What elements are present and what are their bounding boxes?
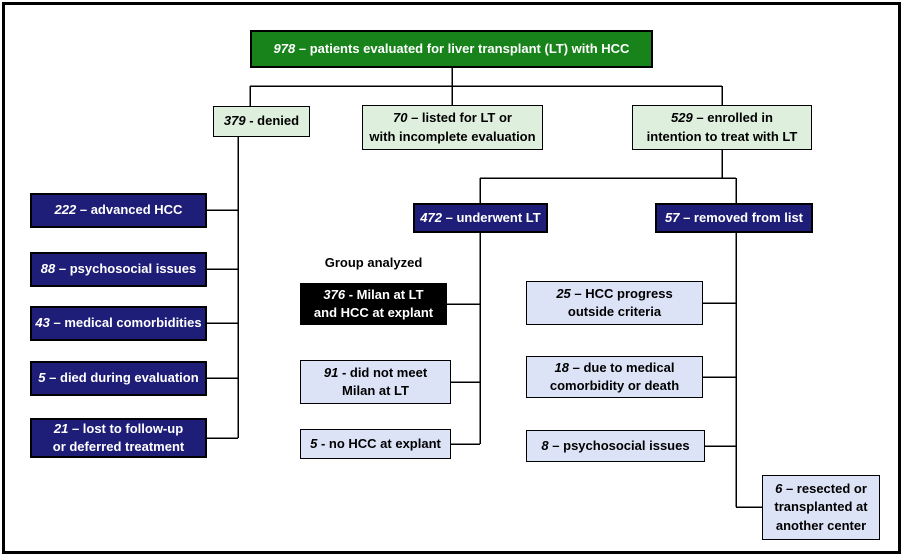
node-25-hcc-progress: 25 – HCC progress outside criteria: [526, 281, 703, 325]
node-label: 43 – medical comorbidities: [35, 315, 202, 331]
node-5-died: 5 – died during evaluation: [30, 361, 207, 396]
node-21-lost-followup: 21 – lost to follow-up or deferred treat…: [30, 418, 207, 458]
node-label: 25 – HCC progress outside criteria: [556, 285, 673, 319]
group-analyzed-caption: Group analyzed: [300, 254, 447, 272]
node-529-enrolled: 529 – enrolled in intention to treat wit…: [632, 105, 812, 150]
node-label: 18 – due to medical comorbidity or death: [549, 359, 680, 393]
node-43-comorbidities: 43 – medical comorbidities: [30, 306, 207, 341]
node-label: 70 – listed for LT or with incomplete ev…: [369, 110, 536, 144]
node-18-medical-death: 18 – due to medical comorbidity or death: [526, 356, 703, 398]
node-label: 5 – died during evaluation: [38, 370, 199, 386]
node-label: 379 - denied: [223, 113, 300, 129]
node-label: 8 – psychosocial issues: [541, 437, 690, 453]
node-label: 91 - did not meet Milan at LT: [323, 364, 428, 398]
node-70-listed: 70 – listed for LT or with incomplete ev…: [362, 105, 543, 150]
node-978-evaluated: 978 – patients evaluated for liver trans…: [250, 30, 653, 68]
node-label: 57 – removed from list: [664, 209, 804, 225]
node-label: 376 - Milan at LT and HCC at explant: [313, 286, 434, 320]
node-222-advanced-hcc: 222 – advanced HCC: [30, 193, 207, 228]
node-8-psychosocial: 8 – psychosocial issues: [526, 430, 705, 462]
node-label: 21 – lost to follow-up or deferred treat…: [52, 420, 185, 454]
node-57-removed: 57 – removed from list: [655, 203, 813, 233]
node-472-underwent-lt: 472 – underwent LT: [413, 203, 548, 233]
node-376-milan-analyzed: 376 - Milan at LT and HCC at explant: [300, 283, 447, 325]
node-label: 5 - no HCC at explant: [310, 435, 441, 451]
node-label: 978 – patients evaluated for liver trans…: [273, 40, 630, 56]
node-91-not-milan: 91 - did not meet Milan at LT: [300, 360, 451, 404]
node-label: 529 – enrolled in intention to treat wit…: [646, 110, 798, 144]
caption-label: Group analyzed: [324, 254, 423, 270]
node-label: 6 – resected or transplanted at another …: [774, 481, 868, 533]
node-88-psychosocial: 88 – psychosocial issues: [30, 252, 207, 287]
node-label: 472 – underwent LT: [420, 209, 541, 225]
node-label: 88 – psychosocial issues: [40, 261, 197, 277]
node-5-no-hcc-explant: 5 - no HCC at explant: [300, 429, 451, 459]
node-379-denied: 379 - denied: [213, 106, 310, 137]
node-label: 222 – advanced HCC: [54, 202, 183, 218]
node-6-resected-elsewhere: 6 – resected or transplanted at another …: [762, 475, 880, 540]
